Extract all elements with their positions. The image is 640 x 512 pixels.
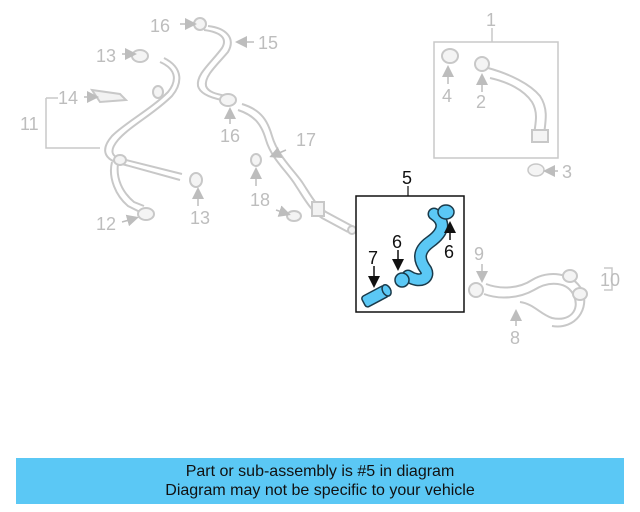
callout-6-left: 6 [392,232,402,252]
callout-6-right: 6 [444,242,454,262]
banner-line-1: Part or sub-assembly is #5 in diagram [185,463,455,480]
callout-2: 2 [476,92,486,112]
callout-7: 7 [368,248,378,268]
callout-15: 15 [258,33,278,53]
callout-3: 3 [562,162,572,182]
pipe-17 [237,103,357,235]
part-5-box [355,186,465,313]
clip-3 [527,163,545,177]
hose-assembly-11 [89,49,203,221]
callout-10: 10 [600,270,620,290]
callout-bracket-10 [604,267,613,291]
callout-5: 5 [402,168,412,188]
callout-17: 17 [296,130,316,150]
hose-15 [193,17,237,107]
callout-9: 9 [474,244,484,264]
faded-arrows [84,18,558,326]
callout-13-top: 13 [96,46,116,66]
callout-13-bottom: 13 [190,208,210,228]
callout-14: 14 [58,88,78,108]
callout-11: 11 [20,114,39,134]
callout-4: 4 [442,86,452,106]
parts-diagram: 16 15 13 14 11 16 17 18 12 13 1 4 2 3 9 … [20,10,620,348]
callout-8: 8 [510,328,520,348]
hose-8 [468,269,588,328]
info-banner: Part or sub-assembly is #5 in diagram Di… [16,458,624,504]
callout-1: 1 [486,10,496,30]
callout-16-mid: 16 [220,126,240,146]
callout-18: 18 [250,190,270,210]
callout-bracket-11 [45,97,100,149]
callout-16-top: 16 [150,16,170,36]
banner-line-2: Diagram may not be specific to your vehi… [165,482,475,499]
part-1-box [433,28,559,159]
callout-12: 12 [96,214,116,234]
